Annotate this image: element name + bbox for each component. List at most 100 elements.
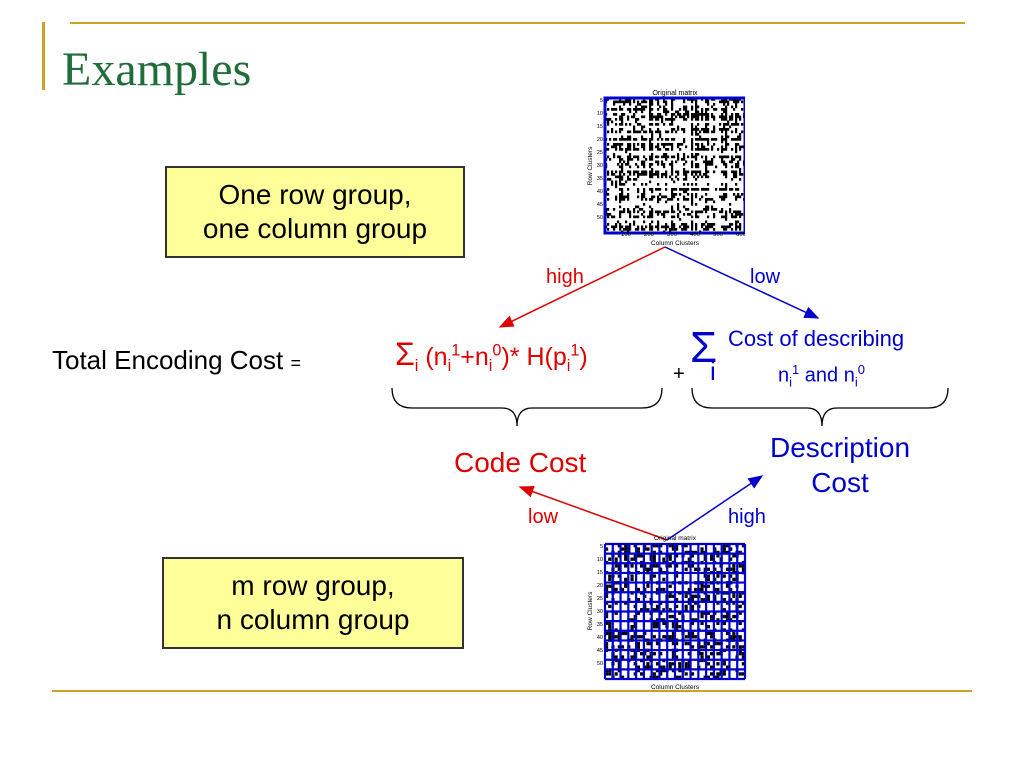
matrix-top-cell — [695, 133, 698, 136]
matrix-top-cell — [683, 183, 686, 186]
matrix-top-cell — [705, 193, 708, 196]
description-cost-label: Description Cost — [740, 430, 940, 500]
matrix-top-cell — [619, 123, 622, 126]
matrix-bottom-cell — [668, 608, 672, 612]
matrix-top-cell — [687, 193, 690, 196]
matrix-top-cell — [707, 208, 710, 211]
matrix-top-cell — [733, 210, 736, 214]
matrix-top-cell — [635, 228, 638, 231]
matrix-top-cell — [691, 145, 694, 149]
matrix-top-cell — [737, 163, 740, 166]
matrix-bottom-cell — [690, 621, 695, 625]
matrix-top-cell — [727, 103, 730, 106]
matrix-top-cell — [713, 228, 716, 231]
matrix-top-cell — [679, 188, 682, 191]
matrix-bottom-cell — [738, 635, 742, 639]
matrix-top-cell — [619, 115, 622, 119]
desc-sup-0: 0 — [857, 362, 865, 377]
matrix-top-cell — [711, 105, 714, 109]
matrix-bottom-cell — [668, 544, 672, 548]
matrix-top-cell — [629, 110, 632, 114]
matrix-top-cell — [619, 198, 622, 201]
matrix-bottom-cell — [675, 621, 679, 625]
matrix-bottom-cell — [687, 587, 691, 592]
matrix-top-cell — [671, 115, 674, 119]
matrix-top-cell — [707, 183, 710, 186]
matrix-bottom-cell — [668, 584, 672, 588]
matrix-top-cell — [737, 113, 740, 116]
matrix-top-cell — [733, 193, 736, 196]
matrix-top-cell — [643, 210, 646, 214]
matrix-top-cell — [641, 110, 644, 114]
matrix-top-cell — [665, 113, 668, 116]
matrix-top-cell — [703, 160, 706, 164]
matrix-top-cell — [713, 125, 716, 129]
matrix-top-cell — [619, 130, 622, 134]
matrix-top-cell — [713, 138, 716, 141]
matrix-bottom-cell — [608, 631, 612, 636]
matrix-top-cell — [693, 155, 696, 159]
matrix-top-cell — [697, 153, 700, 156]
matrix-bottom-cell — [678, 675, 682, 679]
matrix-top-cell — [707, 215, 710, 219]
matrix-top-cell — [671, 195, 674, 199]
matrix-bottom-cell — [617, 544, 621, 548]
matrix-bottom-cell — [687, 662, 691, 666]
matrix-bottom-cell — [678, 611, 682, 615]
matrix-top-cell — [623, 113, 626, 116]
matrix-top-cell — [735, 100, 738, 104]
matrix-top-cell — [649, 143, 652, 146]
matrix-top-cell — [629, 148, 632, 151]
matrix-top-cell — [703, 223, 706, 226]
matrix-top-cell — [695, 165, 698, 169]
matrix-bottom-cell — [608, 625, 612, 629]
matrix-top-cell — [649, 145, 652, 149]
matrix-bottom-cell — [678, 625, 682, 629]
matrix-top-cell — [611, 225, 614, 229]
matrix-bottom-cell — [608, 577, 612, 582]
matrix-top-cell — [731, 165, 734, 169]
matrix-top-cell — [607, 208, 610, 211]
matrix-top-cell — [641, 135, 644, 139]
matrix-top-cell — [705, 128, 708, 131]
matrix-bottom-cell — [624, 577, 628, 582]
matrix-top-cell — [741, 100, 744, 104]
matrix-top-cell — [681, 115, 684, 119]
matrix-bottom-cell — [741, 645, 745, 649]
matrix-bottom-cell — [687, 557, 691, 561]
matrix-bottom-cell — [605, 601, 609, 605]
matrix-top-cell — [741, 130, 744, 134]
matrix-bottom-cell — [732, 554, 736, 558]
matrix-top-cell — [739, 178, 742, 181]
matrix-top-cell — [653, 173, 656, 176]
matrix-top-cell — [671, 108, 674, 111]
matrix-top-cell — [735, 155, 738, 159]
matrix-top-cell — [735, 130, 738, 134]
matrix-top-cell — [651, 118, 654, 121]
matrix-top-cell — [665, 130, 668, 134]
sub-i-2: i — [488, 357, 493, 375]
matrix-top-cell — [627, 225, 630, 229]
matrix-bottom-cell — [729, 557, 733, 561]
matrix-top-cell — [607, 120, 610, 124]
matrix-top-cell — [677, 158, 680, 161]
matrix-top-cell — [691, 165, 694, 169]
matrix-top-cell — [723, 195, 726, 199]
matrix-top-cell — [697, 163, 700, 166]
matrix-bottom-cell — [687, 598, 691, 602]
matrix-top-cell — [715, 138, 718, 141]
matrix-top-cell — [633, 178, 636, 181]
matrix-top-cell — [645, 173, 648, 176]
matrix-top-cell — [663, 153, 666, 156]
matrix-top-cell — [651, 108, 654, 111]
matrix-bottom-cell — [732, 601, 736, 605]
matrix-top-cell — [619, 193, 622, 196]
matrix-top-cell — [729, 160, 732, 164]
matrix-bottom-cell — [706, 584, 710, 588]
matrix-top-cell — [629, 228, 632, 231]
matrix-bottom-cell — [646, 641, 650, 646]
matrix-top-cell — [679, 108, 682, 111]
matrix-top-cell — [683, 225, 686, 229]
matrix-top-ytick: 10 — [597, 111, 603, 117]
matrix-top-cell — [683, 223, 686, 226]
